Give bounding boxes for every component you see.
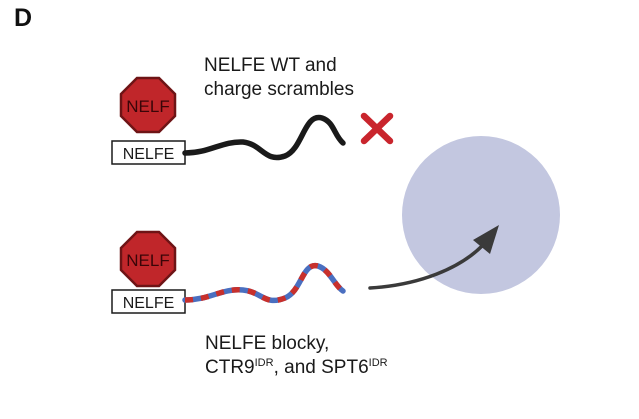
- nelfe-label-bottom: NELFE: [123, 295, 175, 312]
- caption-connector: , and: [273, 357, 322, 378]
- bottom-construct: NELF NELFE: [111, 225, 499, 314]
- bottom-caption-line1: NELFE blocky,: [205, 333, 330, 354]
- spt6-label: SPT6: [321, 357, 369, 378]
- bottom-caption-line2: CTR9IDR, and SPT6IDR: [205, 356, 388, 380]
- ctr9-idr-superscript: IDR: [254, 357, 274, 369]
- condensate-droplet: [402, 136, 560, 294]
- bottom-caption: NELFE blocky, CTR9IDR, and SPT6IDR: [205, 332, 388, 380]
- top-construct: NELF NELFE: [111, 76, 394, 165]
- spt6-idr-superscript: IDR: [368, 357, 388, 369]
- nelf-octagon-bottom: [119, 230, 177, 288]
- nelf-label-bottom: NELF: [126, 251, 169, 270]
- blocky-idr-tail: [182, 263, 346, 304]
- wt-idr-tail: [182, 115, 346, 161]
- top-caption-line2: charge scrambles: [204, 79, 354, 100]
- ctr9-label: CTR9: [205, 357, 255, 378]
- curved-arrow-icon: [368, 225, 499, 290]
- x-mark-icon: [360, 112, 394, 145]
- top-caption-line1: NELFE WT and: [204, 55, 337, 76]
- nelf-octagon-top: [119, 76, 177, 134]
- top-caption: NELFE WT and charge scrambles: [204, 54, 354, 102]
- nelfe-label-top: NELFE: [123, 146, 175, 163]
- nelf-label-top: NELF: [126, 97, 169, 116]
- panel-letter: D: [14, 4, 33, 32]
